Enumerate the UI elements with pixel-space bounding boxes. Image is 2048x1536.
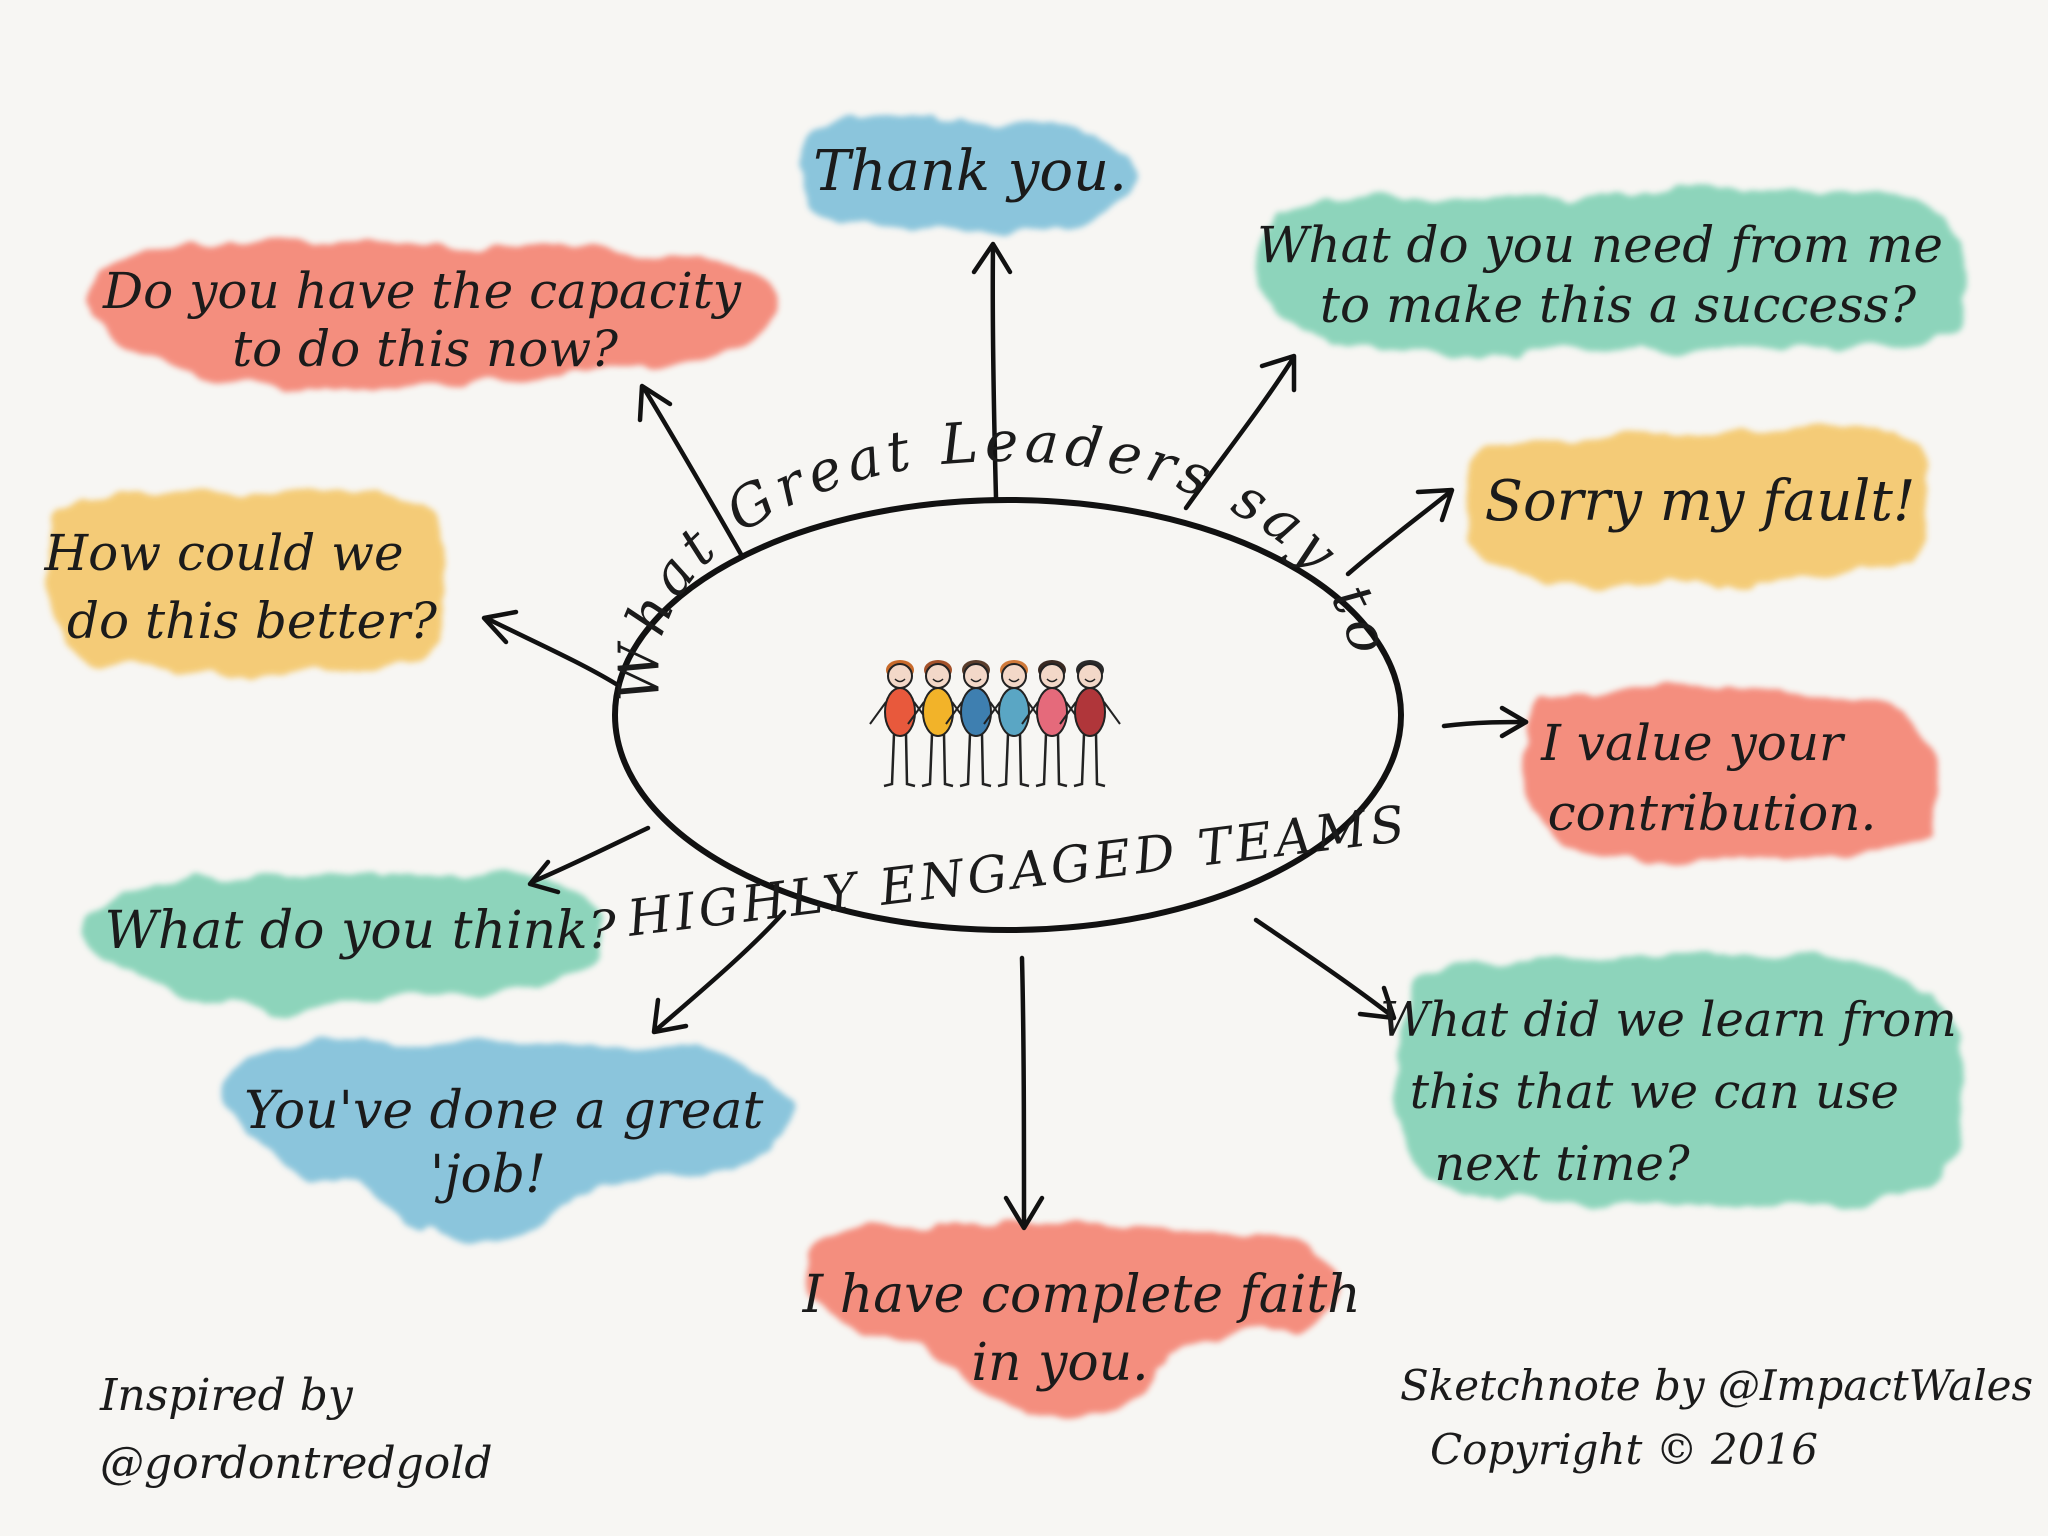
bubble-text-great-job: You've done a great 'job! (244, 1081, 780, 1205)
bubble-blob-sorry (1464, 429, 1927, 584)
bubble-text-think: What do you think? (104, 901, 616, 961)
arrow-up-thank-you (971, 241, 1013, 501)
bubble-text-capacity: Do you have the capacity to do this now? (102, 262, 757, 378)
bubble-blob-thank-you (796, 114, 1136, 232)
central-ellipse (612, 497, 1404, 933)
people-group-drawing (869, 660, 1121, 788)
person-figure (1059, 660, 1121, 788)
arrow-to-great-job (651, 909, 787, 1035)
central-title: What Great Leaders say to (607, 410, 1402, 702)
bubble-text-need-from-me: What do you need from me to make this a … (1257, 216, 1959, 334)
bubble-text-faith: I have complete faith in you. (802, 1265, 1378, 1393)
arrow-to-need-from-me (1183, 353, 1297, 511)
bubble-text-better: How could we do this better? (44, 524, 439, 650)
person-figure (983, 660, 1045, 788)
bubble-text-thank-you: Thank you. (813, 139, 1127, 204)
arrow-to-learn (1253, 917, 1397, 1021)
arrows (481, 241, 1529, 1231)
bubble-blob-think (80, 874, 599, 1013)
bubble-blob-faith (806, 1222, 1340, 1412)
bubble-texts: Thank you. Do you have the capacity to d… (44, 139, 1972, 1393)
bubble-blob-better (47, 491, 447, 673)
bubble-text-learn: What did we learn from this that we can … (1380, 992, 1972, 1192)
arrow-to-faith (1003, 955, 1045, 1231)
arrow-to-value (1441, 705, 1529, 739)
central-title-text: What Great Leaders say to (607, 410, 1396, 702)
bubble-blob-great-job (225, 1038, 790, 1240)
credit-inspired: Inspired by @gordontredgold (99, 1370, 493, 1489)
bubble-blob-value (1525, 686, 1938, 860)
person-figure (945, 660, 1007, 788)
arrow-to-think (527, 825, 651, 895)
person-figure (1021, 660, 1083, 788)
bubble-blob-learn (1394, 954, 1967, 1207)
person-figure (869, 660, 931, 788)
person-figure (907, 660, 969, 788)
bubble-blob-need-from-me (1261, 189, 1969, 353)
bubble-backgrounds (47, 114, 1969, 1412)
arrow-to-capacity (637, 383, 745, 559)
bubble-blob-capacity (86, 240, 773, 390)
bubble-text-value: I value your contribution. (1540, 714, 1876, 842)
arrow-to-better (481, 609, 619, 687)
bubble-text-sorry: Sorry my fault! (1485, 469, 1916, 534)
credit-sketchnote: Sketchnote by @ImpactWales Copyright © 2… (1400, 1361, 2046, 1474)
arrow-to-sorry (1345, 487, 1455, 577)
